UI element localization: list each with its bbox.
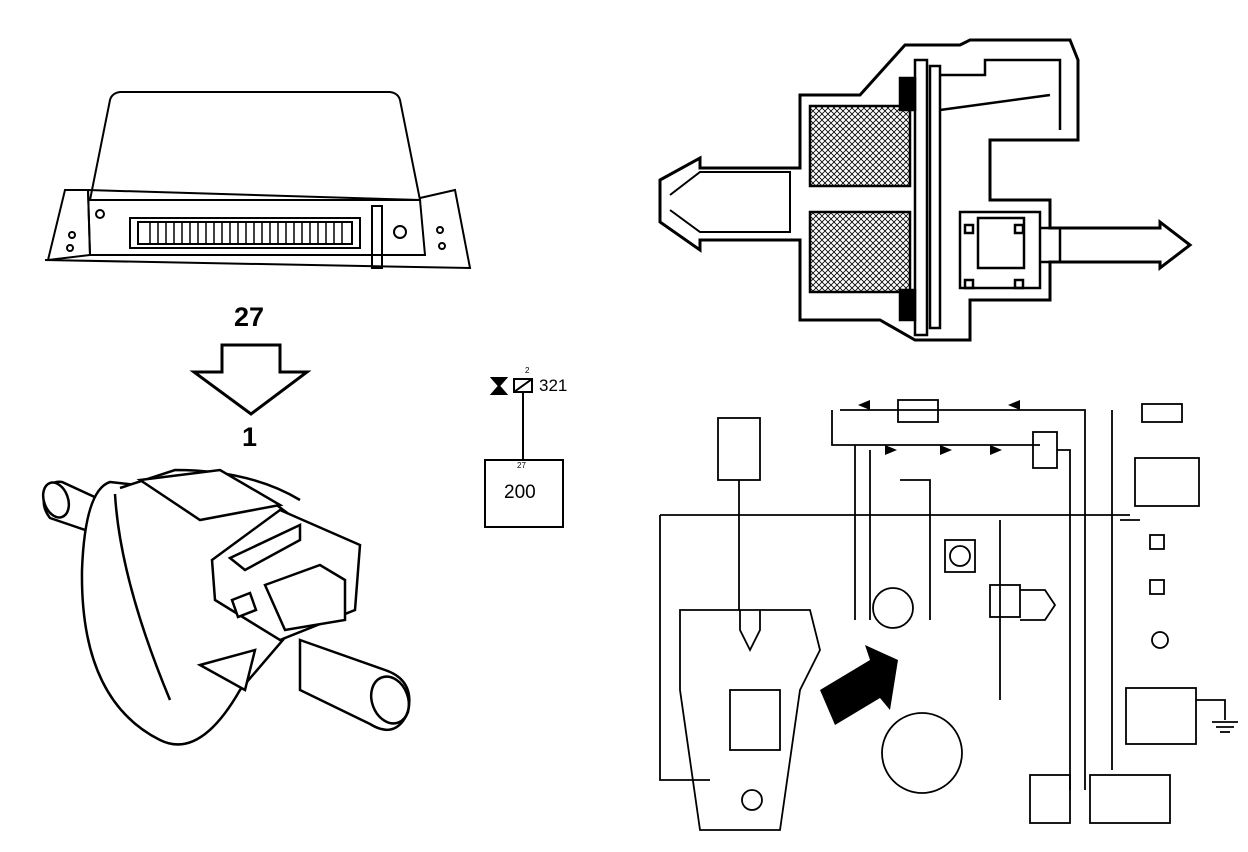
flow-arrow-icon: [189, 343, 312, 416]
arrow-bottom-number: 1: [242, 422, 258, 452]
flow-arrow-icon: [820, 645, 898, 725]
box-pin-number: 27: [517, 461, 526, 470]
box-code: 200: [504, 482, 536, 503]
component-code: 321: [539, 376, 568, 395]
arrow-top-number: 27: [234, 302, 265, 332]
solenoid-valve-icon: [41, 468, 411, 746]
flow-arrow-icon: [858, 400, 1020, 455]
engine-schematic-icon: [659, 399, 1238, 831]
ecu-module-icon: [44, 91, 472, 270]
valve-symbol-icon: [489, 377, 533, 459]
pin-number: 2: [525, 366, 530, 375]
ecu-box: [484, 459, 564, 528]
valve-cross-section-icon: [658, 38, 1193, 342]
